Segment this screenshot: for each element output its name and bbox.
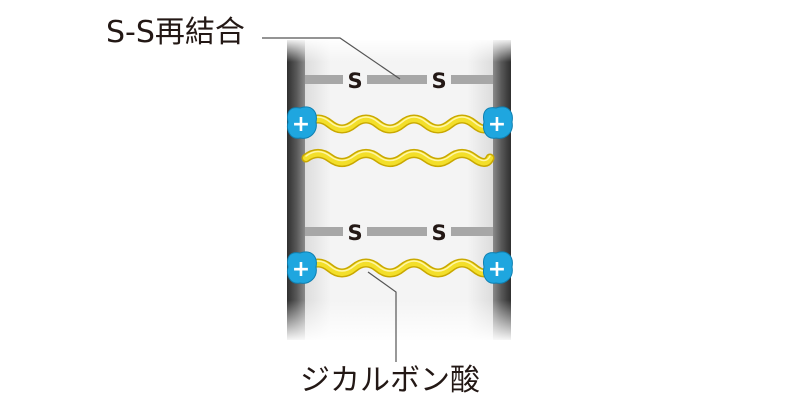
- cation-left-bottom: +: [287, 251, 317, 284]
- fade-top: [280, 38, 520, 62]
- cation-left-top: +: [287, 106, 317, 139]
- plus-sign: +: [292, 112, 310, 137]
- dicarboxylic-chain-bottom: [301, 258, 495, 278]
- sulfur-right-top: S: [431, 69, 446, 93]
- ss-bond-top: S S: [305, 69, 493, 93]
- fiber-inner: [301, 40, 497, 340]
- fiber-wall-right: [493, 40, 511, 340]
- ss-bond-label: S-S再結合: [106, 15, 245, 50]
- plus-sign: +: [488, 112, 506, 137]
- cation-right-top: +: [483, 106, 513, 139]
- plus-sign: +: [488, 257, 506, 282]
- sulfur-left-bottom: S: [347, 221, 362, 245]
- fade-bottom: [280, 300, 520, 342]
- dicarboxylic-chain-top: [301, 114, 495, 134]
- dicarboxylic-chain-middle: [301, 149, 495, 167]
- plus-sign: +: [292, 257, 310, 282]
- leader-line-ss: [262, 37, 401, 80]
- fiber-wall-left: [287, 40, 305, 340]
- carboxylic-acid-label: ジカルボン酸: [300, 363, 480, 398]
- leader-line-carboxylic: [367, 271, 397, 362]
- sulfur-right-bottom: S: [431, 221, 446, 245]
- sulfur-left-top: S: [347, 69, 362, 93]
- cation-right-bottom: +: [483, 251, 513, 284]
- ss-bond-bottom: S S: [305, 221, 493, 245]
